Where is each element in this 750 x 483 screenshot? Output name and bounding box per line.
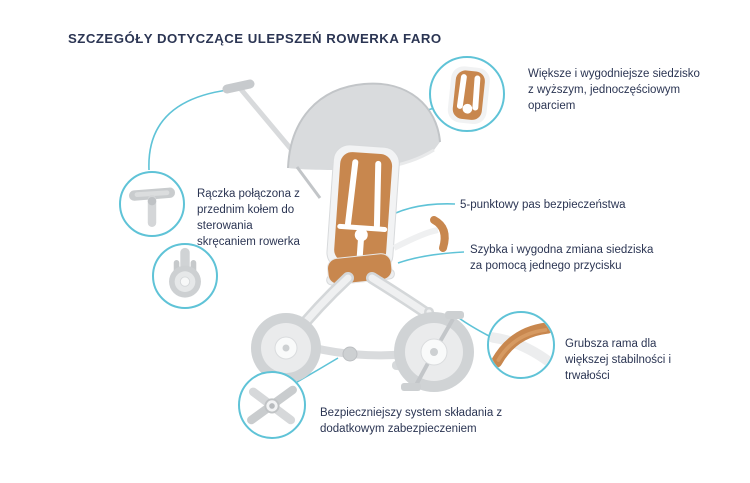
callout-label-seat-change: Szybka i wygodna zmiana siedziska za pom… xyxy=(470,244,654,273)
callout-label-seat: Większe i wygodniejsze siedzisko z wyższ… xyxy=(528,68,700,113)
seat-detail-image xyxy=(447,66,490,125)
seat xyxy=(326,144,400,272)
front-wheel-detail-callout xyxy=(152,243,218,309)
handle-detail-callout xyxy=(119,171,185,237)
callout-label-folding: Bezpieczniejszy system składania z dodat… xyxy=(320,407,503,436)
callout-label-handle: Rączka połączona z przednim kołem do ste… xyxy=(197,188,300,249)
handle-grip-image xyxy=(128,187,176,228)
callout-label-safety-belt: 5-punktowy pas bezpieczeństwa xyxy=(460,199,626,211)
tricycle-illustration xyxy=(222,79,474,392)
front-wheel xyxy=(394,311,474,392)
caster-wheel-image xyxy=(169,247,201,298)
callout-label-frame: Grubsza rama dla większej stabilności i … xyxy=(565,338,672,383)
folding-mechanism-callout xyxy=(238,371,306,439)
child-handlebar xyxy=(392,216,449,252)
folding-mechanism-image xyxy=(247,385,297,425)
frame-tube-image xyxy=(489,322,553,368)
rear-wheel xyxy=(251,313,321,383)
seat-detail-callout xyxy=(429,56,505,132)
frame-detail-callout xyxy=(487,311,555,379)
page-title: SZCZEGÓŁY DOTYCZĄCE ULEPSZEŃ ROWERKA FAR… xyxy=(68,31,442,46)
